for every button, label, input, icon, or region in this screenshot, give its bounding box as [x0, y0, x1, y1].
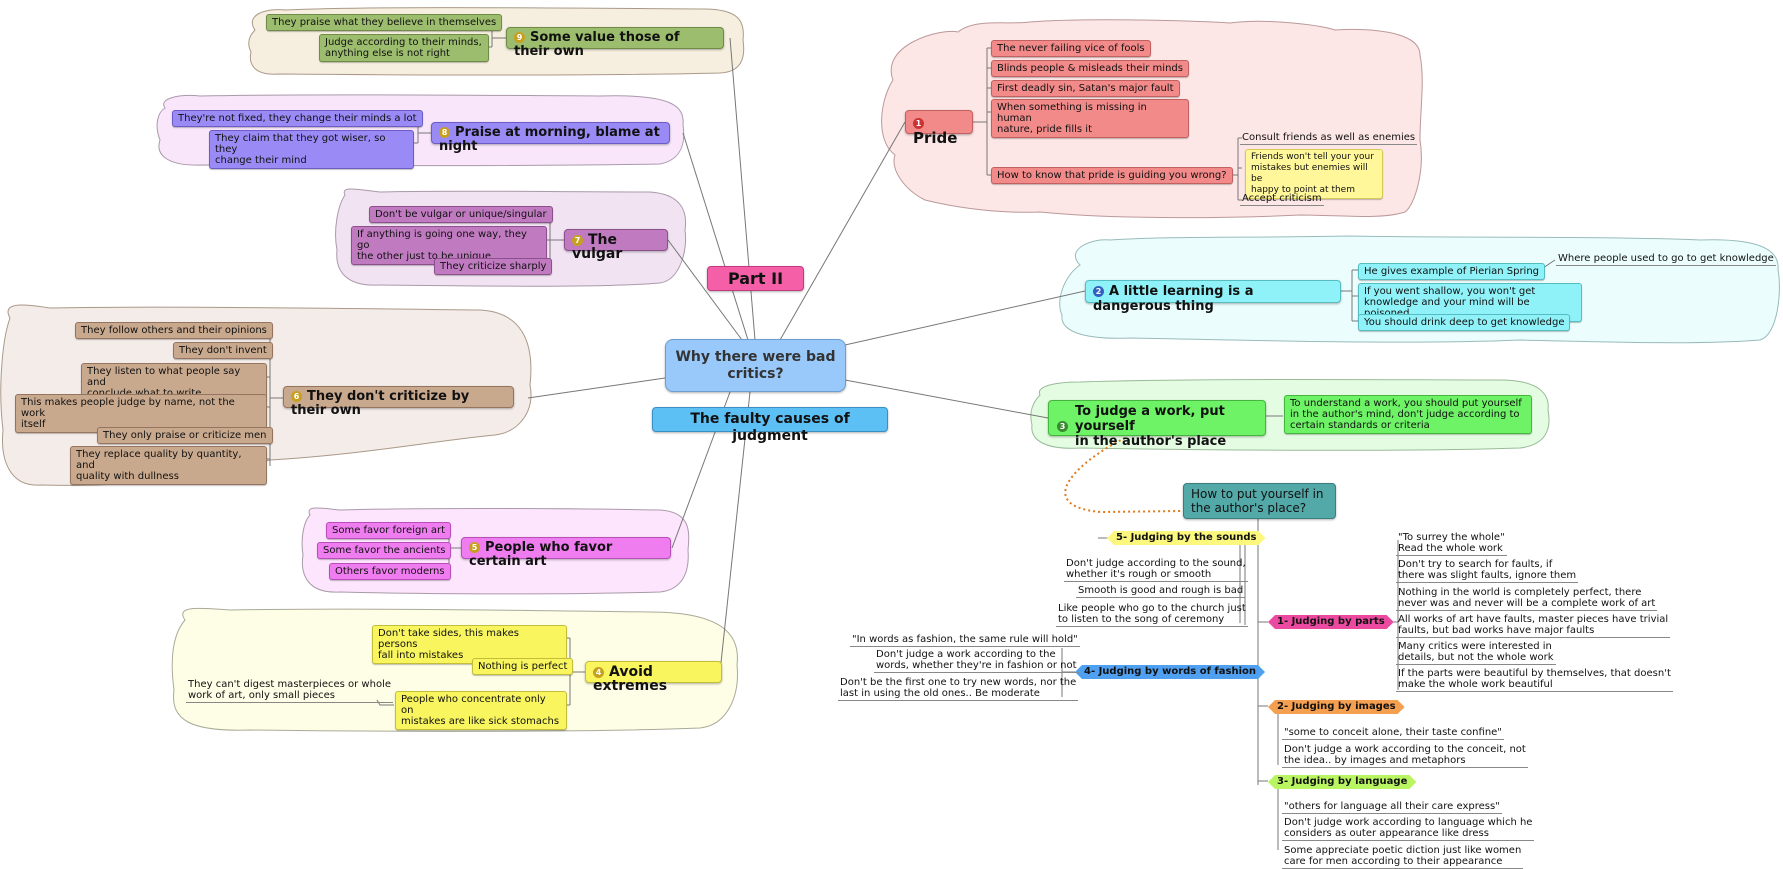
language-item[interactable]: "others for language all their care expr… — [1282, 801, 1502, 814]
value-item[interactable]: They praise what they believe in themsel… — [266, 14, 503, 31]
number-badge: 3 — [1057, 421, 1068, 432]
judge-item[interactable]: To understand a work, you should put you… — [1284, 395, 1532, 434]
branch-pride[interactable]: 1Pride — [905, 110, 973, 146]
criticize-item[interactable]: They follow others and their opinions — [75, 322, 273, 339]
pride-item[interactable]: Blinds people & misleads their minds — [991, 60, 1189, 77]
pride-item[interactable]: First deadly sin, Satan's major fault — [991, 80, 1180, 97]
criticize-item[interactable]: They don't invent — [173, 342, 273, 359]
value-item[interactable]: Judge according to their minds, anything… — [319, 34, 489, 62]
images-item[interactable]: "some to conceit alone, their taste conf… — [1282, 727, 1504, 740]
cloud-extremes — [171, 607, 738, 732]
sounds-item[interactable]: Don't judge according to the sound, whet… — [1064, 558, 1248, 582]
number-badge: 2 — [1093, 286, 1104, 297]
number-badge: 1 — [913, 118, 924, 129]
pride-item[interactable]: How to know that pride is guiding you wr… — [991, 167, 1233, 184]
branch-title: Avoid extremes — [593, 664, 668, 694]
branch-title: Praise at morning, blame at night — [439, 125, 660, 154]
learning-item[interactable]: You should drink deep to get knowledge — [1358, 314, 1571, 331]
learning-item[interactable]: He gives example of Pierian Spring — [1358, 263, 1546, 280]
subtitle-label[interactable]: The faulty causes of judgment — [652, 407, 888, 444]
language-item[interactable]: Some appreciate poetic diction just like… — [1282, 845, 1524, 869]
language-label[interactable]: 3- Judging by language — [1268, 775, 1416, 789]
branch-title: They don't criticize by their own — [291, 389, 470, 418]
sounds-item[interactable]: Smooth is good and rough is bad — [1076, 585, 1246, 598]
favor-item[interactable]: Some favor foreign art — [326, 522, 451, 539]
number-badge: 5 — [469, 542, 480, 553]
number-badge: 8 — [439, 127, 450, 138]
number-badge: 9 — [514, 32, 525, 43]
central-topic[interactable]: Why there were bad critics? — [665, 339, 846, 392]
praise-item[interactable]: They claim that they got wiser, so they … — [209, 130, 414, 169]
part-label[interactable]: Part II — [707, 266, 804, 291]
branch-title: Some value those of their own — [514, 30, 680, 59]
pride-sub[interactable]: Friends won't tell your your mistakes bu… — [1245, 149, 1383, 199]
criticize-item[interactable]: They only praise or criticize men — [97, 427, 273, 444]
images-item[interactable]: Don't judge a work according to the conc… — [1282, 744, 1528, 768]
howto-topic[interactable]: How to put yourself in the author's plac… — [1183, 483, 1336, 519]
parts-item[interactable]: All works of art have faults, master pie… — [1396, 614, 1671, 638]
sounds-label[interactable]: 5- Judging by the sounds — [1107, 531, 1265, 545]
fashion-item[interactable]: Don't judge a work according to the word… — [874, 649, 1079, 673]
fashion-item[interactable]: "In words as fashion, the same rule will… — [850, 634, 1080, 647]
praise-item[interactable]: They're not fixed, they change their min… — [172, 110, 423, 127]
parts-label[interactable]: 1- Judging by parts — [1268, 615, 1394, 629]
extremes-item[interactable]: People who concentrate only on mistakes … — [395, 691, 567, 730]
parts-item[interactable]: If the parts were beautiful by themselve… — [1396, 668, 1673, 692]
parts-item[interactable]: Nothing in the world is completely perfe… — [1396, 587, 1658, 611]
pride-sub[interactable]: Accept criticism — [1240, 193, 1324, 206]
learning-sub[interactable]: Where people used to go to get knowledge — [1556, 253, 1776, 266]
branch-title: To judge a work, put yourself in the aut… — [1075, 404, 1227, 449]
extremes-sub[interactable]: They can't digest masterpieces or whole … — [186, 679, 393, 703]
images-label[interactable]: 2- Judging by images — [1268, 700, 1405, 714]
language-item[interactable]: Don't judge work according to language w… — [1282, 817, 1535, 841]
favor-item[interactable]: Some favor the ancients — [317, 542, 452, 559]
criticize-item[interactable]: They replace quality by quantity, and qu… — [70, 446, 267, 485]
fashion-label[interactable]: 4- Judging by words of fashion — [1075, 665, 1265, 679]
branch-title: A little learning is a dangerous thing — [1093, 284, 1254, 314]
branch-title: The vulgar — [572, 232, 623, 262]
parts-item[interactable]: Many critics were interested in details,… — [1396, 641, 1556, 665]
pride-sub[interactable]: Consult friends as well as enemies — [1240, 132, 1418, 145]
branch-judge[interactable]: 3 To judge a work, put yourself in the au… — [1048, 400, 1266, 449]
dotted-link — [1064, 437, 1184, 514]
pride-item[interactable]: When something is missing in human natur… — [991, 99, 1189, 138]
fashion-item[interactable]: Don't be the first one to try new words,… — [838, 677, 1079, 701]
favor-item[interactable]: Others favor moderns — [329, 563, 451, 580]
vulgar-item[interactable]: Don't be vulgar or unique/singular — [369, 206, 553, 223]
parts-item[interactable]: Don't try to search for faults, if there… — [1396, 559, 1579, 583]
number-badge: 6 — [291, 391, 302, 402]
branch-title: People who favor certain art — [469, 540, 613, 569]
pride-item[interactable]: The never failing vice of fools — [991, 40, 1151, 57]
vulgar-item[interactable]: They criticize sharply — [434, 258, 553, 275]
criticize-item[interactable]: This makes people judge by name, not the… — [15, 394, 267, 433]
branch-title: Pride — [913, 129, 958, 147]
sounds-item[interactable]: Like people who go to the church just to… — [1056, 603, 1248, 627]
number-badge: 7 — [572, 235, 583, 246]
extremes-item[interactable]: Nothing is perfect — [472, 658, 574, 675]
parts-item[interactable]: "To surrey the whole" Read the whole wor… — [1396, 532, 1507, 556]
extremes-item[interactable]: Don't take sides, this makes persons fal… — [372, 625, 567, 664]
number-badge: 4 — [593, 667, 604, 678]
